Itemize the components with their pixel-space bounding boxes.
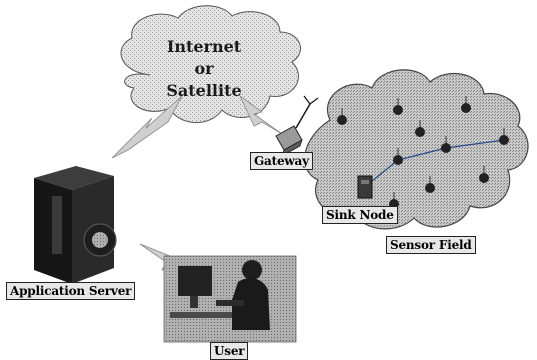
sensor-node-icon bbox=[441, 136, 451, 153]
internet-label-line-3: Satellite bbox=[166, 81, 242, 100]
sensor-field-cloud bbox=[304, 69, 529, 230]
user-label: User bbox=[210, 342, 249, 360]
sensor-node-icon bbox=[393, 98, 403, 115]
sensor-node-icon bbox=[393, 148, 403, 165]
sensor-nodes bbox=[337, 96, 509, 209]
wireless-link-server-cloud bbox=[111, 95, 183, 159]
gateway-label: Gateway bbox=[250, 152, 313, 170]
sensor-node-icon bbox=[415, 120, 425, 137]
sensor-node-icon bbox=[479, 166, 489, 183]
sensor-node-icon bbox=[425, 176, 435, 193]
sensor-field-label: Sensor Field bbox=[386, 236, 476, 254]
sensor-node-icon bbox=[337, 108, 347, 125]
user-workstation-icon bbox=[163, 255, 297, 343]
internet-label-line-1: Internet bbox=[166, 37, 242, 56]
sink-node-label: Sink Node bbox=[322, 206, 398, 224]
internet-cloud bbox=[120, 5, 302, 123]
sensor-node-icon bbox=[499, 128, 509, 145]
server-icon bbox=[34, 166, 117, 284]
application-server-label: Application Server bbox=[6, 282, 136, 300]
sink-node-icon bbox=[357, 175, 373, 199]
internet-label-line-2: or bbox=[194, 59, 214, 78]
sensor-node-icon bbox=[461, 96, 471, 113]
